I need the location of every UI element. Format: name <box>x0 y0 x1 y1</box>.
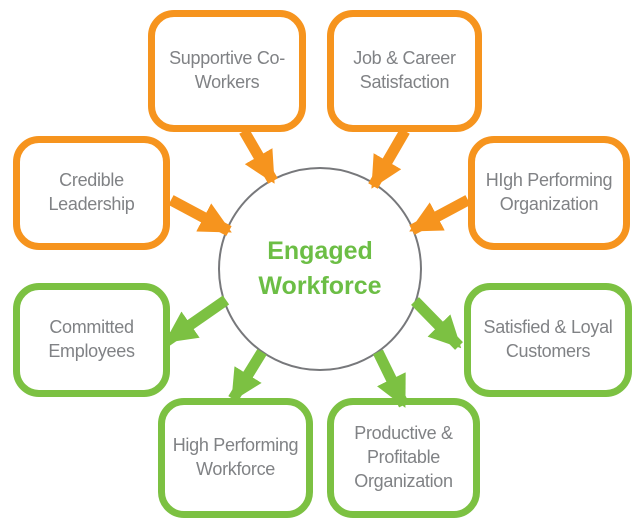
arrow-job-to-center <box>368 128 410 189</box>
arrow-supportive-to-center <box>239 128 278 184</box>
node-label: HIgh Performing Organization <box>485 170 613 214</box>
arrow-highorg-to-center <box>409 195 471 235</box>
node-supportive-co-workers: Supportive Co-Workers <box>148 10 306 132</box>
center-circle-engaged-workforce: Engaged Workforce <box>218 167 422 371</box>
node-label: Satisfied & Loyal Customers <box>483 317 613 361</box>
arrow-credible-to-center <box>168 195 232 236</box>
node-credible-leadership: Credible Leadership <box>13 136 170 250</box>
node-label: Job & Career Satisfaction <box>353 48 456 92</box>
center-label: Engaged Workforce <box>258 237 382 300</box>
node-committed-employees: Committed Employees <box>13 283 170 397</box>
arrow-center-to-committed <box>163 295 230 346</box>
node-high-performing-organization: HIgh Performing Organization <box>468 136 630 250</box>
node-label: Committed Employees <box>48 317 135 361</box>
node-label: Productive & Profitable Organization <box>354 423 453 491</box>
arrow-center-to-satisfied <box>411 297 463 350</box>
node-productive-profitable-organization: Productive & Profitable Organization <box>327 398 480 518</box>
node-label: Credible Leadership <box>48 170 135 214</box>
node-label: Supportive Co-Workers <box>169 48 285 92</box>
node-job-career-satisfaction: Job & Career Satisfaction <box>327 10 482 132</box>
arrow-center-to-workforce <box>228 349 267 402</box>
node-satisfied-loyal-customers: Satisfied & Loyal Customers <box>464 283 632 397</box>
node-high-performing-workforce: High Performing Workforce <box>158 398 313 518</box>
node-label: High Performing Workforce <box>172 435 299 479</box>
